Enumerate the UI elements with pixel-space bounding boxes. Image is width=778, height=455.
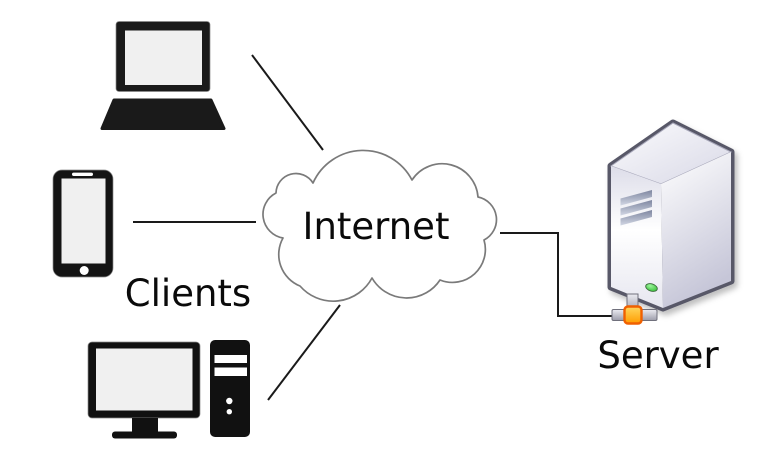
- tower-case: [210, 340, 250, 437]
- cloud-icon: [262, 149, 498, 303]
- vent-slot-1: [620, 190, 652, 206]
- monitor-screen: [96, 348, 193, 411]
- tower-led-dot: [226, 409, 232, 415]
- server-power-led: [645, 283, 658, 292]
- internet-cloud: Internet: [262, 149, 498, 303]
- clients-label: Clients: [125, 272, 251, 315]
- tower-drive-slot-1: [214, 355, 247, 363]
- edge-desktop-internet: [267, 304, 341, 401]
- smartphone-home-button: [79, 266, 89, 275]
- smartphone-screen: [61, 178, 106, 264]
- desktop-computer-icon: [87, 340, 250, 439]
- edge-internet-server: [500, 232, 613, 317]
- server-tower-icon: [607, 119, 735, 312]
- laptop-screen: [125, 30, 202, 85]
- server-vent-slots: [620, 190, 652, 226]
- tower-power-button: [226, 397, 233, 405]
- smartphone-icon: [52, 169, 114, 278]
- laptop-keyboard: [100, 98, 226, 130]
- internet-label: Internet: [303, 205, 450, 248]
- server-side-face: [661, 152, 731, 308]
- monitor-stand-neck: [132, 418, 158, 433]
- connection-lines: [133, 54, 613, 401]
- network-connector-icon: [611, 293, 658, 325]
- vent-slot-3: [620, 210, 652, 226]
- vent-slot-2: [620, 200, 652, 216]
- smartphone-speaker: [72, 172, 93, 176]
- server-label: Server: [597, 334, 719, 377]
- tower-drive-slot-2: [214, 367, 247, 376]
- laptop-icon: [100, 21, 226, 130]
- edge-laptop-internet: [251, 54, 324, 151]
- monitor-stand-base: [112, 431, 177, 439]
- connector-port: [623, 305, 643, 325]
